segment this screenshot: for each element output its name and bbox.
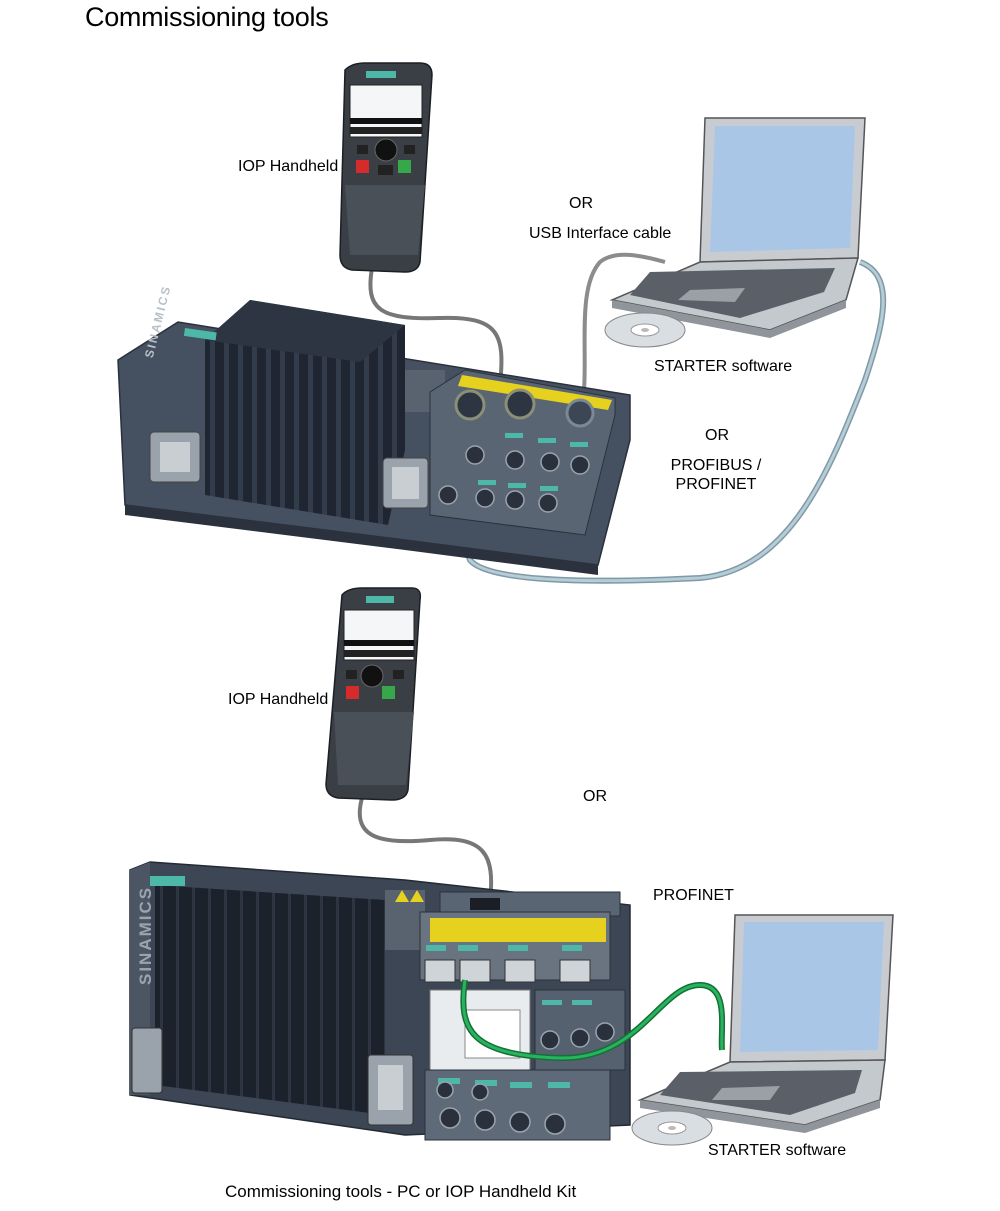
label-starter-software-bottom: STARTER software <box>708 1142 847 1159</box>
label-profibus-line2: PROFINET <box>675 476 757 493</box>
label-iop-handheld-top: IOP Handheld <box>238 158 339 175</box>
figure-caption: Commissioning tools - PC or IOP Handheld… <box>225 1182 577 1201</box>
label-usb-interface-cable: USB Interface cable <box>529 225 672 242</box>
laptop-bottom <box>637 914 894 1133</box>
cd-disc-top <box>604 312 686 348</box>
handheld-cable-bottom <box>357 797 494 901</box>
cd-disc-bottom <box>631 1110 713 1146</box>
sinamics-drive-bottom <box>129 861 631 1141</box>
iop-handheld-bottom <box>325 587 422 801</box>
usb-cable <box>580 252 666 411</box>
label-or-bus: OR <box>705 427 729 444</box>
label-profibus-profinet: PROFIBUS / PROFINET <box>666 456 766 494</box>
laptop-top <box>609 117 866 338</box>
sinamics-drive-top <box>117 300 631 575</box>
iop-handheld-top <box>339 62 433 273</box>
handheld-cable-top <box>368 267 504 386</box>
label-profinet-bottom: PROFINET <box>653 887 734 904</box>
label-iop-handheld-bottom: IOP Handheld <box>228 691 329 708</box>
label-or-bottom: OR <box>583 788 607 805</box>
page-title: Commissioning tools <box>85 2 329 32</box>
device-brand-bottom: SINAMICS <box>136 885 155 985</box>
label-starter-software-top: STARTER software <box>654 358 793 375</box>
label-profibus-line1: PROFIBUS / <box>670 457 762 474</box>
label-or-usb: OR <box>569 195 593 212</box>
